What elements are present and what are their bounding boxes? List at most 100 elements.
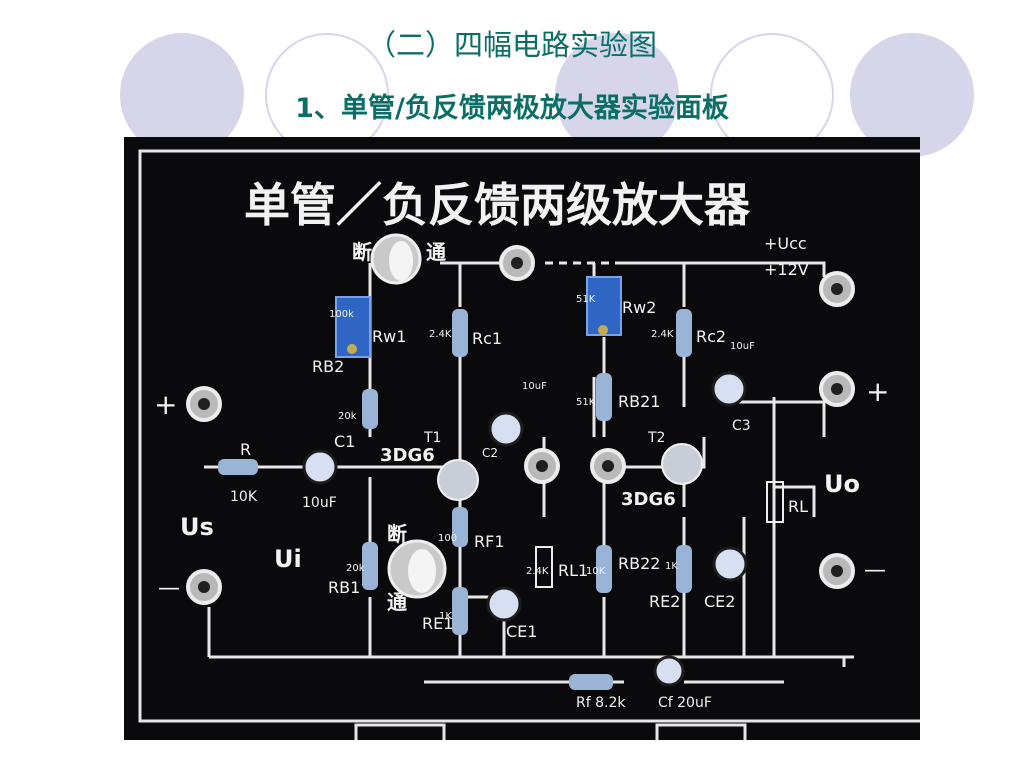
label-rl1-value: 2.4K bbox=[526, 566, 549, 577]
label-rb2-value: 20k bbox=[338, 411, 357, 422]
jack-hole bbox=[536, 460, 548, 472]
switch-bottom-lever bbox=[408, 549, 436, 593]
label-rw2-value: 51K bbox=[576, 294, 596, 305]
jacks bbox=[186, 245, 855, 605]
label-plus-right: + bbox=[866, 375, 889, 408]
label-transistor-2: 3DG6 bbox=[621, 489, 676, 510]
label-c2-value: 10uF bbox=[522, 381, 547, 392]
label-us: Us bbox=[180, 513, 214, 541]
resistor-rl-symbol bbox=[766, 481, 784, 523]
label-t1: T1 bbox=[423, 430, 441, 446]
label-re2-value: 1K bbox=[665, 561, 678, 572]
label-rb2: RB2 bbox=[312, 357, 344, 376]
label-plus-left: + bbox=[154, 388, 177, 421]
label-c3-value: 10uF bbox=[730, 341, 755, 352]
label-re2: RE2 bbox=[649, 592, 680, 611]
label-ce2: CE2 bbox=[704, 592, 735, 611]
label-minus-right: — bbox=[864, 558, 886, 583]
label-c3: C3 bbox=[732, 418, 751, 434]
slide-subheading: 1、单管/负反馈两极放大器实验面板 bbox=[295, 93, 729, 124]
slide-heading: （二）四幅电路实验图 bbox=[366, 28, 657, 62]
label-transistor-1: 3DG6 bbox=[380, 445, 435, 466]
label-off-top: 断 bbox=[352, 240, 372, 264]
label-rc2-value: 2.4K bbox=[651, 329, 674, 340]
label-ui: Ui bbox=[274, 545, 302, 573]
potentiometer-screw bbox=[598, 325, 608, 335]
label-c2: C2 bbox=[482, 446, 498, 460]
label-rf: Rf 8.2k bbox=[576, 695, 626, 711]
label-minus-left: — bbox=[158, 576, 180, 601]
label-12v: +12V bbox=[764, 260, 809, 279]
capacitor-ce2 bbox=[712, 546, 748, 582]
label-t2: T2 bbox=[647, 430, 665, 446]
jack-hole bbox=[198, 398, 210, 410]
label-rw1: Rw1 bbox=[372, 327, 406, 346]
decor-circle-5 bbox=[850, 33, 974, 157]
label-rw1-value: 100k bbox=[329, 309, 354, 320]
potentiometer-screw bbox=[347, 344, 357, 354]
label-re1: RE1 bbox=[422, 614, 453, 633]
resistor-rb2 bbox=[362, 389, 378, 429]
label-on-top: 通 bbox=[426, 240, 446, 264]
resistor-rb21 bbox=[596, 373, 612, 421]
resistor-rb1 bbox=[362, 542, 378, 590]
resistor-rb22 bbox=[596, 545, 612, 593]
resistor-rf1 bbox=[452, 507, 468, 547]
label-on-bottom: 通 bbox=[387, 590, 407, 614]
resistors bbox=[218, 309, 784, 690]
resistor-re2 bbox=[676, 545, 692, 593]
decor-circle-1 bbox=[120, 33, 244, 157]
label-c1-value: 10uF bbox=[302, 495, 337, 511]
capacitor-c1 bbox=[302, 449, 338, 485]
circuit-board-photo: 单管／负反馈两级放大器 bbox=[124, 137, 920, 740]
resistor-rc1 bbox=[452, 309, 468, 357]
circuit-board-drawing: 单管／负反馈两级放大器 bbox=[138, 149, 920, 740]
label-off-bottom: 断 bbox=[387, 522, 407, 546]
capacitors bbox=[302, 371, 748, 687]
label-rc2: Rc2 bbox=[696, 327, 726, 346]
label-rb1-value: 20k bbox=[346, 563, 365, 574]
label-rc1-value: 2.4K bbox=[429, 329, 452, 340]
capacitor-c2 bbox=[488, 411, 524, 447]
capacitor-ce1 bbox=[486, 586, 522, 622]
label-rb22: RB22 bbox=[618, 554, 660, 573]
label-cf: Cf 20uF bbox=[658, 695, 712, 711]
capacitor-c3 bbox=[711, 371, 747, 407]
label-rb22-value: 10K bbox=[586, 566, 606, 577]
switch-top-lever bbox=[389, 241, 413, 281]
capacitor-cf bbox=[653, 655, 685, 687]
transistor-t1 bbox=[437, 459, 479, 501]
label-rb21-value: 51K bbox=[576, 397, 596, 408]
label-rl: RL bbox=[788, 497, 808, 516]
jack-hole bbox=[831, 383, 843, 395]
resistor-rf bbox=[569, 674, 613, 690]
jack-hole bbox=[602, 460, 614, 472]
panel-tab-right bbox=[655, 723, 747, 740]
jack-hole bbox=[511, 257, 523, 269]
label-rl1: RL1 bbox=[558, 561, 588, 580]
label-rf1: RF1 bbox=[474, 532, 505, 551]
resistor-rc2 bbox=[676, 309, 692, 357]
panel-title: 单管／负反馈两级放大器 bbox=[244, 178, 751, 232]
jack-hole bbox=[198, 581, 210, 593]
jack-hole bbox=[831, 283, 843, 295]
label-re1-value: 1K bbox=[439, 611, 452, 622]
label-r-value: 10K bbox=[230, 489, 258, 505]
label-ucc: +Ucc bbox=[764, 234, 807, 253]
panel-border bbox=[138, 149, 920, 723]
label-rf1-value: 100 bbox=[438, 533, 457, 544]
label-rw2: Rw2 bbox=[622, 298, 656, 317]
label-rb21: RB21 bbox=[618, 392, 660, 411]
resistor-r bbox=[218, 459, 258, 475]
transistor-t2 bbox=[661, 443, 703, 485]
label-c1: C1 bbox=[334, 432, 355, 451]
decor-circle-3 bbox=[555, 33, 679, 157]
component-labels: 断 通 断 通 +Ucc +12V Rw1 100k Rw2 51K Rc1 2… bbox=[154, 234, 889, 711]
label-rb1: RB1 bbox=[328, 578, 360, 597]
resistor-rl1-symbol bbox=[535, 546, 553, 588]
label-rc1: Rc1 bbox=[472, 329, 502, 348]
label-uo: Uo bbox=[824, 470, 860, 498]
panel-tab-left bbox=[354, 723, 446, 740]
jack-hole bbox=[831, 565, 843, 577]
label-r: R bbox=[240, 440, 251, 459]
